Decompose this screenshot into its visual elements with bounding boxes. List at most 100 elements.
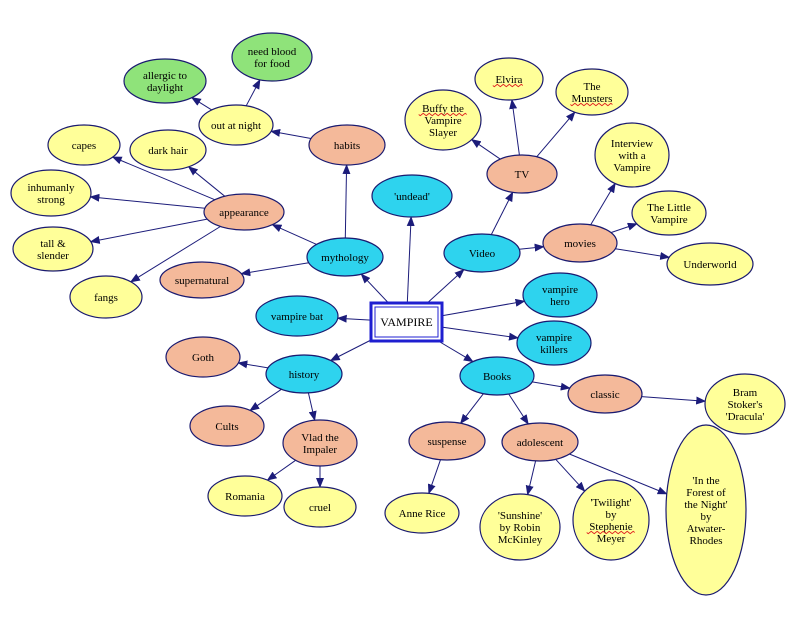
- node-label: strong: [37, 194, 65, 206]
- edge-adolescent-to-forest: [569, 453, 668, 495]
- edge-center-to-books: [438, 340, 474, 363]
- node-label: capes: [72, 140, 96, 152]
- edge-video-to-movies: [519, 243, 545, 252]
- node-shape: [203, 193, 285, 231]
- node-label: out at night: [211, 120, 261, 132]
- node-goth: Goth: [165, 336, 241, 378]
- edge-out-at-night-to-allergic: [190, 97, 212, 111]
- node-label: for food: [254, 58, 290, 70]
- node-label: tall &: [40, 238, 66, 250]
- node-underworld: Underworld: [666, 242, 754, 286]
- node-label: Goth: [192, 352, 215, 364]
- node-label: Forest of: [686, 487, 726, 499]
- node-appearance: appearance: [203, 193, 285, 231]
- node-shape: [265, 354, 343, 394]
- node-shape: [10, 169, 92, 217]
- node-shape: [474, 57, 544, 101]
- edge-movies-to-underworld: [615, 248, 671, 260]
- edge-appearance-to-capes: [111, 156, 215, 201]
- spellcheck-underline: [418, 112, 467, 117]
- node-label: 'Twilight': [590, 497, 631, 509]
- node-shape: [501, 422, 579, 462]
- node-label: Video: [469, 248, 496, 260]
- node-shape: [47, 124, 121, 166]
- node-label: TV: [515, 169, 530, 181]
- node-label: suspense: [427, 436, 466, 448]
- node-label: Rhodes: [690, 535, 723, 547]
- node-shape: [198, 104, 274, 146]
- edge-center-to-video: [426, 269, 465, 304]
- node-label: killers: [540, 344, 568, 356]
- node-label: hero: [550, 296, 570, 308]
- node-label: the Night': [684, 499, 727, 511]
- node-shape: [594, 122, 670, 188]
- node-label: by: [606, 509, 618, 521]
- node-shape: [384, 492, 460, 534]
- node-suspense: suspense: [408, 421, 486, 461]
- node-label: allergic to: [143, 70, 188, 82]
- node-label: Anne Rice: [399, 508, 446, 520]
- node-label: Romania: [225, 491, 265, 503]
- node-label: Books: [483, 371, 511, 383]
- center-node-frame: [369, 301, 444, 343]
- center-node-inner-frame: [374, 306, 439, 338]
- node-label: supernatural: [175, 275, 229, 287]
- node-shape: [282, 419, 358, 467]
- node-shape: [69, 275, 143, 319]
- node-shape: [283, 486, 357, 528]
- node-label: by: [701, 511, 713, 523]
- node-video: Video: [443, 233, 521, 273]
- node-label: adolescent: [517, 437, 563, 449]
- node-shape: [404, 89, 482, 151]
- node-label: Vampire: [650, 214, 687, 226]
- node-classic: classic: [567, 374, 643, 414]
- node-label: Atwater-: [687, 523, 726, 535]
- node-label: 'undead': [394, 191, 430, 203]
- node-label: Bram: [733, 387, 758, 399]
- node-elvira: Elvira: [474, 57, 544, 101]
- node-out-at-night: out at night: [198, 104, 274, 146]
- node-supernatural: supernatural: [159, 261, 245, 299]
- node-label: with a: [618, 150, 645, 162]
- edge-movies-to-interview: [590, 182, 616, 226]
- edge-center-to-mythology: [360, 273, 389, 304]
- node-label: 'In the: [692, 475, 719, 487]
- edge-tv-to-buffy: [470, 139, 501, 160]
- node-romania: Romania: [207, 475, 283, 517]
- node-undead: 'undead': [371, 174, 453, 218]
- node-label: habits: [334, 140, 360, 152]
- node-shape: [165, 336, 241, 378]
- node-shape: [159, 261, 245, 299]
- node-label: vampire: [542, 284, 578, 296]
- node-label: history: [289, 369, 320, 381]
- node-shape: [666, 242, 754, 286]
- node-label: Buffy the: [422, 103, 464, 115]
- node-history: history: [265, 354, 343, 394]
- node-tall: tall &slender: [12, 226, 94, 272]
- edge-mythology-to-appearance: [271, 224, 317, 245]
- connector-lines: [89, 79, 707, 496]
- node-cults: Cults: [189, 405, 265, 447]
- node-label: 'Dracula': [726, 411, 765, 423]
- center-node-vampire: VAMPIRE: [369, 301, 444, 343]
- node-shape: [572, 479, 650, 561]
- edge-center-to-vampire-hero: [441, 298, 526, 317]
- node-label: Vampire: [613, 162, 650, 174]
- edge-video-to-tv: [490, 191, 514, 235]
- edge-classic-to-bram: [641, 396, 707, 405]
- node-shape: [306, 237, 384, 277]
- node-dark-hair: dark hair: [129, 129, 207, 171]
- edge-movies-to-little-vampire: [610, 222, 638, 234]
- node-shape: [704, 373, 786, 435]
- node-label: slender: [37, 250, 69, 262]
